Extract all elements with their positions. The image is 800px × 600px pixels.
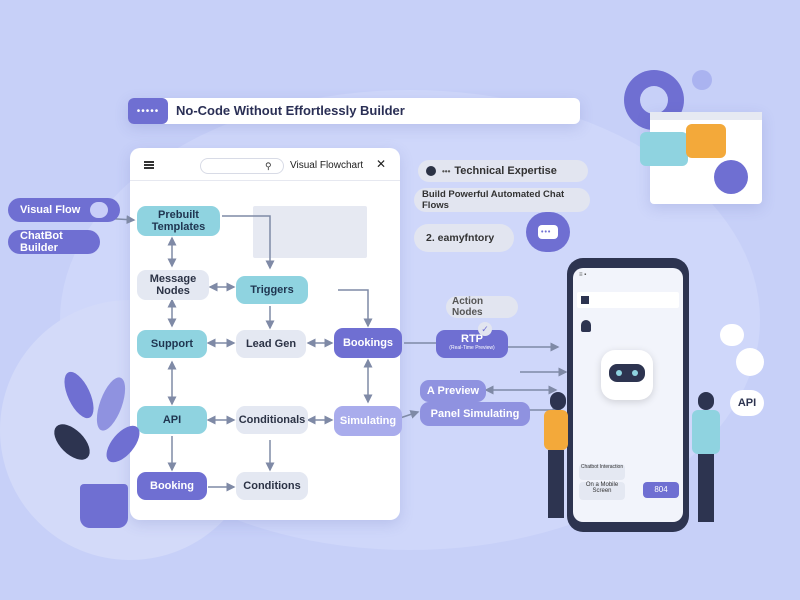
- visual-flow-label: Visual Flow: [20, 204, 81, 216]
- phone-status: ≡ ▪: [579, 272, 587, 278]
- hamburger-icon[interactable]: [144, 161, 154, 169]
- person-head: [698, 392, 714, 410]
- toggle-knob-icon: [90, 202, 108, 218]
- leaf: [91, 373, 131, 435]
- easy-factory-label: 2. eamyfntory: [426, 232, 495, 244]
- gear-icon-hole: [640, 86, 668, 114]
- rtp-button[interactable]: RTP (Real-Time Preview): [436, 330, 508, 358]
- person-right: [690, 392, 724, 526]
- action-nodes-tag: Action Nodes: [446, 296, 518, 318]
- node-conditions[interactable]: Conditions: [236, 472, 308, 500]
- message-icon: [720, 324, 744, 346]
- a-preview-button[interactable]: A Preview: [420, 380, 486, 402]
- build-powerful-label: Build Powerful Automated Chat Flows: [422, 189, 565, 211]
- phone-user-icon: [581, 320, 591, 332]
- person-legs: [698, 454, 714, 522]
- hamburger-icon-mid: [144, 164, 154, 166]
- chat-lock-icon[interactable]: •••: [526, 212, 570, 252]
- close-icon[interactable]: ✕: [376, 157, 387, 171]
- chatbot-builder-tag[interactable]: ChatBot Builder: [8, 230, 100, 254]
- plant-pot: [80, 484, 128, 528]
- location-pin-icon: ⚲: [265, 161, 272, 171]
- monitor-bar: [650, 112, 762, 120]
- phone-logo-icon: [581, 296, 589, 304]
- node-booking[interactable]: Booking: [137, 472, 207, 500]
- menu-dots-button[interactable]: •••••: [128, 98, 168, 124]
- api-bubble: API: [730, 390, 764, 416]
- technical-dots: •••: [442, 166, 451, 176]
- rtp-label: RTP: [461, 333, 483, 345]
- chat-lock-dots: •••: [541, 229, 552, 236]
- action-nodes-label: Action Nodes: [452, 296, 484, 318]
- chat-lock-inner: [538, 225, 558, 239]
- person-head: [550, 392, 566, 410]
- robot-avatar: [601, 350, 653, 400]
- build-powerful-tag: Build Powerful Automated Chat Flows: [414, 188, 590, 212]
- chatbot-builder-label: ChatBot Builder: [20, 230, 63, 254]
- monitor-circle: [714, 160, 748, 194]
- node-support[interactable]: Support: [137, 330, 207, 358]
- chat-bubble-icon: [640, 132, 688, 166]
- robot-eye: [616, 370, 622, 376]
- phone-screen: ≡ ▪ Chatbot Interaction On a Mobile Scre…: [573, 268, 683, 522]
- person-legs: [548, 450, 564, 518]
- translate-icon: [736, 348, 764, 376]
- divider: [130, 180, 400, 181]
- node-simulating[interactable]: Simulating: [334, 406, 402, 436]
- page-title: No-Code Without Effortlessly Builder: [176, 103, 405, 118]
- phone-device: ≡ ▪ Chatbot Interaction On a Mobile Scre…: [567, 258, 689, 532]
- node-prebuilt-templates[interactable]: Prebuilt Templates: [137, 206, 220, 236]
- node-triggers[interactable]: Triggers: [236, 276, 308, 304]
- person-left: [538, 392, 572, 522]
- check-icon: ✓: [478, 322, 492, 336]
- person-torso: [692, 410, 720, 454]
- node-lead-gen[interactable]: Lead Gen: [236, 330, 306, 358]
- technical-expertise-label: Technical Expertise: [454, 165, 557, 177]
- clock-icon: [426, 166, 436, 176]
- node-api[interactable]: API: [137, 406, 207, 434]
- chat-bubble-1: Chatbot Interaction: [579, 464, 625, 480]
- technical-expertise-tag: ••• Technical Expertise: [418, 160, 588, 182]
- node-bookings[interactable]: Bookings: [334, 328, 402, 358]
- panel-simulating-button[interactable]: Panel Simulating: [420, 402, 530, 426]
- gear-small-icon: [692, 70, 712, 90]
- plant-leaves: [47, 367, 150, 480]
- node-message-nodes[interactable]: Message Nodes: [137, 270, 209, 300]
- chat-bubble-icon: [686, 124, 726, 158]
- person-torso: [544, 410, 568, 450]
- easy-factory-tag: 2. eamyfntory: [414, 224, 514, 252]
- robot-eye: [632, 370, 638, 376]
- chat-bubble-2: On a Mobile Screen: [579, 482, 625, 500]
- rtp-sublabel: (Real-Time Preview): [449, 345, 495, 351]
- search-field[interactable]: [200, 158, 284, 174]
- panel-title: Visual Flowchart: [290, 160, 364, 171]
- phone-bar: [577, 292, 679, 308]
- code-badge: 804: [643, 482, 679, 498]
- header-bar: ••••• No-Code Without Effortlessly Build…: [128, 98, 580, 124]
- leaf: [58, 367, 100, 423]
- placeholder-block: [253, 206, 367, 258]
- robot-face: [609, 364, 645, 382]
- node-conditionals[interactable]: Conditionals: [236, 406, 308, 434]
